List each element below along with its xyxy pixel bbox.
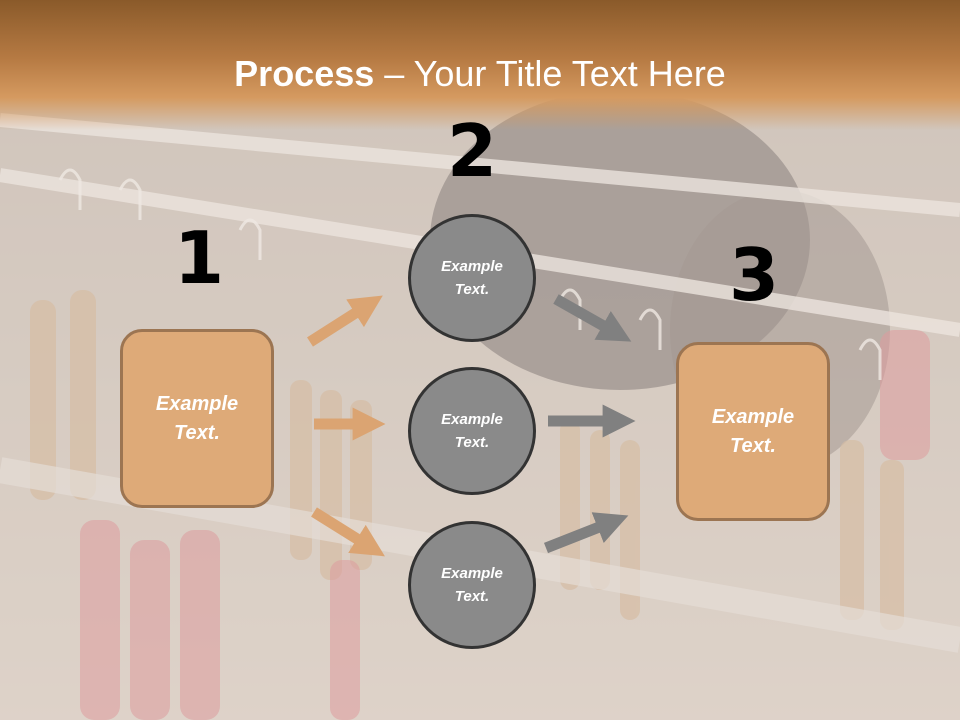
title-rest: – Your Title Text Here <box>374 53 726 94</box>
step2-circle-middle: Example Text. <box>408 367 536 495</box>
step3-box: Example Text. <box>676 342 830 521</box>
step-number-1: 1 <box>173 216 225 300</box>
circle-middle-text: Example Text. <box>441 411 503 451</box>
title-band <box>0 0 960 130</box>
step2-circle-top: Example Text. <box>408 214 536 342</box>
arrow-bottom-to-right <box>543 512 629 554</box>
step1-box: Example Text. <box>120 329 274 508</box>
step-number-3: 3 <box>728 233 780 317</box>
step3-box-text: Example Text. <box>711 405 795 457</box>
circle-top-text: Example Text. <box>441 258 503 298</box>
step2-circle-bottom: Example Text. <box>408 521 536 649</box>
step1-box-text: Example Text. <box>155 392 239 444</box>
arrow-left-to-bottom <box>311 507 385 557</box>
step-number-2: 2 <box>446 109 498 193</box>
slide-title: Process – Your Title Text Here <box>0 52 960 96</box>
circle-bottom-text: Example Text. <box>441 565 503 605</box>
arrow-left-to-top <box>307 295 383 347</box>
title-strong: Process <box>234 53 375 94</box>
arrow-top-to-right <box>553 294 632 342</box>
